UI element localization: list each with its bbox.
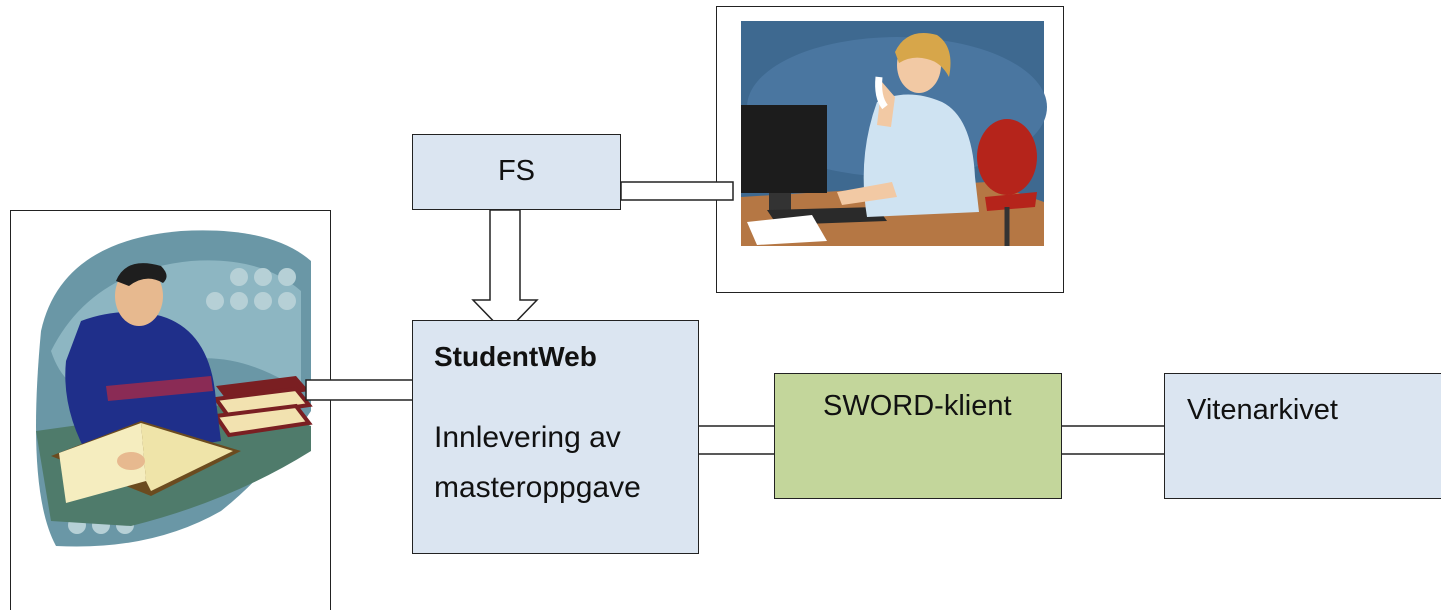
office-worker-icon <box>741 21 1047 246</box>
fs-label: FS <box>497 155 536 187</box>
fs-to-studentweb-arrow <box>471 209 539 335</box>
sword-client-box: SWORD-klient <box>774 373 1062 499</box>
connector-arrows <box>305 181 1198 470</box>
secretary-image-frame <box>716 6 1064 293</box>
studentweb-line-2: masteroppgave <box>434 471 641 504</box>
studentweb-box: StudentWeb Innlevering av masteroppgave <box>412 320 699 554</box>
studentweb-line-1: Innlevering av <box>434 421 621 454</box>
student-reading-icon <box>36 230 313 547</box>
studentweb-title: StudentWeb <box>434 341 597 372</box>
sword-client-label: SWORD-klient <box>823 390 1012 422</box>
student-image-frame <box>10 210 331 610</box>
fs-to-staff-connector <box>620 181 734 201</box>
vitenarkivet-box: Vitenarkivet <box>1164 373 1441 499</box>
vitenarkivet-label: Vitenarkivet <box>1187 394 1338 426</box>
fs-box: FS <box>412 134 621 210</box>
